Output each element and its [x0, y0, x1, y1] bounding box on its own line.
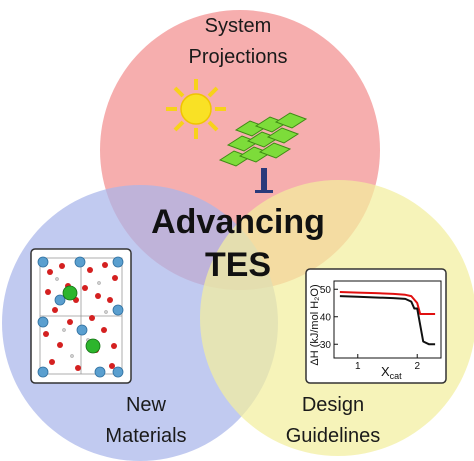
center-label-line2: TES [205, 246, 271, 284]
top-circle-label-line1: System [205, 15, 272, 37]
crystal-structure-icon [30, 248, 132, 384]
left-circle-label-line1: New [126, 394, 167, 416]
top-circle-label-line2: Projections [189, 46, 288, 68]
series-layer [339, 291, 436, 346]
y-tick-label: 40 [320, 312, 332, 323]
sun-icon [166, 79, 226, 139]
solar-panel-icon [218, 112, 308, 193]
series-line-2 [339, 295, 436, 346]
center-label-line1: Advancing [151, 203, 325, 241]
left-circle-label-line2: Materials [105, 425, 186, 447]
y-axis-label: ΔH (kJ/mol H₂O) [309, 284, 321, 365]
right-circle-label-line1: Design [302, 394, 364, 416]
plot-frame [333, 280, 442, 359]
x-tick-label: 2 [414, 361, 420, 372]
y-tick-label: 30 [320, 340, 332, 351]
x-axis-label: Xcat [381, 364, 402, 381]
y-tick-label: 50 [320, 285, 332, 296]
x-tick-label: 1 [355, 361, 361, 372]
right-circle-label-line2: Guidelines [286, 425, 381, 447]
series-line-1 [339, 291, 436, 315]
y-axis-ticks: 50 40 30 [320, 285, 338, 351]
